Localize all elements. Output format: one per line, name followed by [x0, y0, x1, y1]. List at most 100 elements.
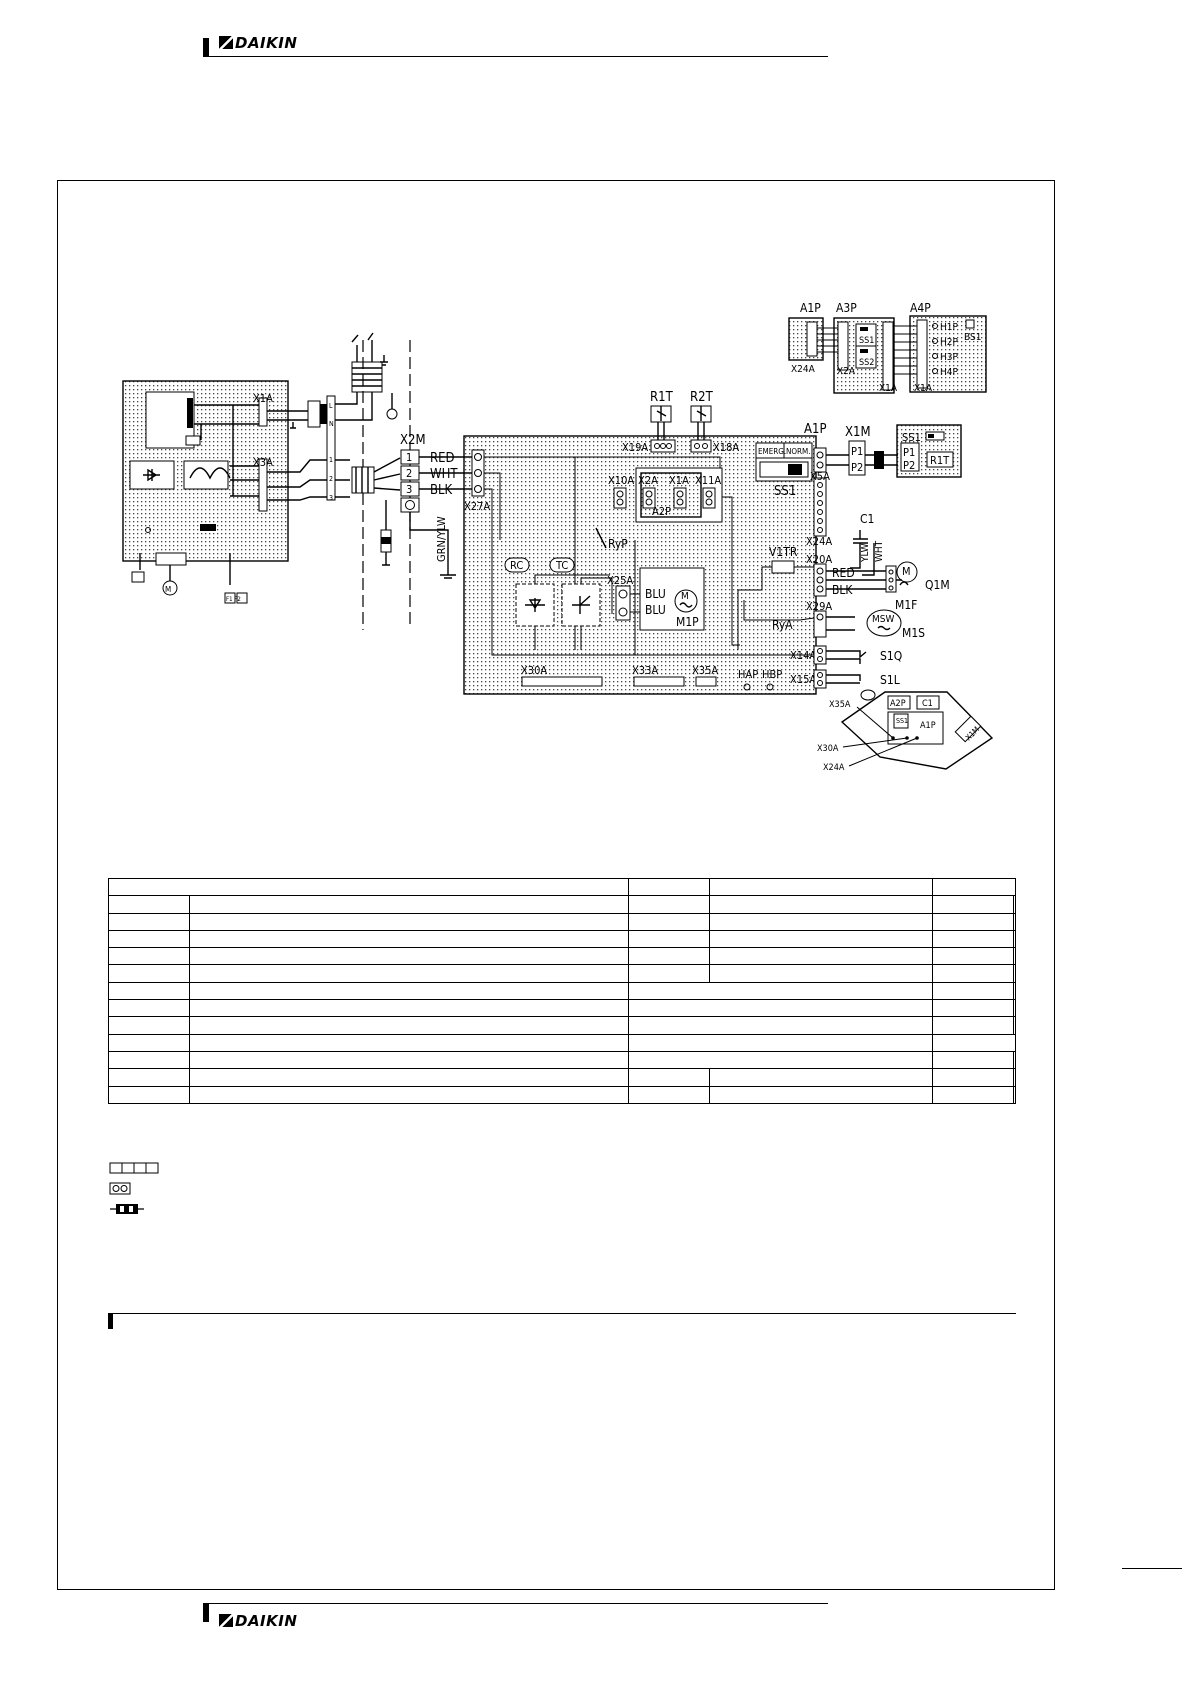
legend-connector — [109, 1182, 131, 1195]
tr-a4p-label: A4P — [910, 301, 931, 315]
table-row — [108, 929, 1016, 949]
daikin-logo: DAIKIN — [219, 34, 297, 52]
x2m-label: X2M — [400, 433, 426, 448]
main-board: A1P X27A R1T R2T X19A X18A X10A X2A X1A … — [463, 390, 855, 695]
led-h2p: H2P — [940, 337, 958, 348]
x1a-label: X1A — [669, 474, 689, 487]
motor-m-label: M — [165, 585, 171, 594]
daikin-logo-icon — [219, 1614, 233, 1627]
m1f-label: M1F — [895, 598, 917, 612]
table-row — [108, 895, 1016, 914]
fan-wire-red: RED — [832, 566, 855, 580]
page-header: DAIKIN — [203, 32, 828, 57]
footer-brand-name: DAIKIN — [235, 1612, 298, 1630]
layout-inset: A2P C1 SS1 A1P X1M X35A X30A X24A — [817, 691, 994, 773]
terminal-2-label: 2 — [329, 475, 333, 483]
m1p-wire-1: BLU — [645, 587, 666, 601]
page-footer: DAIKIN — [203, 1603, 828, 1630]
right-components: X1M P1 P2 SS1 P1 P2 R1T C1 YLW WHT M Q1M… — [826, 424, 962, 701]
ground-wire-label: GRN/YLW — [435, 516, 448, 562]
wire-red-label: RED — [430, 451, 455, 466]
x2a-label: X2A — [638, 474, 658, 487]
x29a-label: X29A — [806, 600, 832, 613]
x2m-terminal-3: 3 — [406, 483, 412, 496]
thermistor-r2t-label: R2T — [690, 390, 714, 405]
x25a-label: X25A — [607, 574, 633, 587]
x5a-label: X5A — [810, 470, 830, 483]
left-unit: X1A X3A M F1 F2 — [122, 380, 289, 604]
ss1-norm-label: NORM. — [786, 447, 811, 456]
x10a-label: X10A — [608, 474, 634, 487]
led-hap-label: HAP — [738, 668, 758, 681]
led-hbp-label: HBP — [762, 668, 782, 681]
header-bar — [203, 38, 209, 56]
tr-ss1-label: SS1 — [859, 336, 874, 346]
section-divider — [108, 1313, 1016, 1329]
led-h4p: H4P — [940, 367, 958, 378]
terminal-3-label: 3 — [329, 494, 333, 502]
x18a-label: X18A — [713, 441, 739, 454]
table-row — [108, 912, 1016, 931]
s1l-label: S1L — [880, 673, 900, 687]
inset-x30a-label: X30A — [817, 744, 839, 754]
remote-pin-p1: P1 — [903, 446, 915, 459]
x24a-label: X24A — [806, 535, 832, 548]
table-row — [108, 1033, 1016, 1052]
parts-table — [108, 877, 1016, 1105]
cap-wire-ylw: YLW — [860, 543, 871, 563]
x2m-terminal-1: 1 — [406, 451, 412, 464]
cap-wire-wht: WHT — [874, 540, 885, 562]
led-h3p: H3P — [940, 352, 958, 363]
led-h1p: H1P — [940, 322, 958, 333]
table-row — [108, 1085, 1016, 1105]
table-row — [108, 1016, 1016, 1035]
footer-bar — [203, 1604, 209, 1622]
m1p-m-label: M — [681, 591, 689, 602]
x33a-label: X33A — [632, 664, 658, 677]
brand-name: DAIKIN — [235, 34, 298, 52]
inset-ss1-label: SS1 — [896, 717, 908, 725]
m1p-label: M1P — [676, 615, 699, 629]
fuse-label: F1 F2 — [226, 596, 241, 603]
remote-r1t-label: R1T — [930, 454, 950, 467]
remote-ss1-label: SS1 — [902, 431, 921, 444]
table-row — [108, 964, 1016, 983]
x20a-label: X20A — [806, 553, 832, 566]
a2p-label: A2P — [652, 505, 671, 518]
inset-x35a-label: X35A — [829, 700, 851, 710]
tr-x24a-label: X24A — [791, 364, 816, 375]
x30a-label: X30A — [521, 664, 547, 677]
x1m-pin-p1: P1 — [851, 445, 863, 458]
page-corner-rule — [1122, 1568, 1182, 1569]
terminal-block-x2m: X2M 1 2 3 RED WHT BLK GRN/YLW — [400, 433, 472, 579]
swing-msw-label: MSW — [872, 614, 894, 625]
x14a-label: X14A — [790, 649, 816, 662]
thermistor-r1t-label: R1T — [650, 390, 674, 405]
v1tr-label: V1TR — [769, 545, 798, 559]
daikin-footer-logo: DAIKIN — [219, 1612, 297, 1630]
tr-a4p-x1a: X1A — [914, 383, 933, 394]
wire-wht-label: WHT — [430, 467, 458, 482]
m1p-wire-2: BLU — [645, 603, 666, 617]
x19a-label: X19A — [622, 441, 648, 454]
tr-a1p-label: A1P — [800, 301, 821, 315]
tr-a3p-x1a: X1A — [879, 383, 898, 394]
terminal-l-label: L — [329, 402, 333, 410]
terminal-1-label: 1 — [329, 456, 333, 464]
connector-x1a-label: X1A — [253, 392, 273, 405]
daikin-logo-icon — [219, 36, 233, 49]
table-row — [108, 1068, 1016, 1087]
relay-ryp-label: RyP — [608, 537, 628, 551]
relay-rya-label: RyA — [772, 618, 793, 632]
ss1-label: SS1 — [774, 484, 796, 499]
remote-pin-p2: P2 — [903, 459, 915, 472]
table-row — [108, 981, 1016, 1001]
legend-terminal-strip — [109, 1162, 123, 1174]
legend-symbols — [109, 1162, 159, 1214]
tr-a3p-label: A3P — [836, 301, 857, 315]
circuit-tc-label: TC — [555, 559, 568, 572]
table-row — [108, 1050, 1016, 1070]
terminal-n-label: N — [329, 420, 334, 428]
x11a-label: X11A — [695, 474, 721, 487]
